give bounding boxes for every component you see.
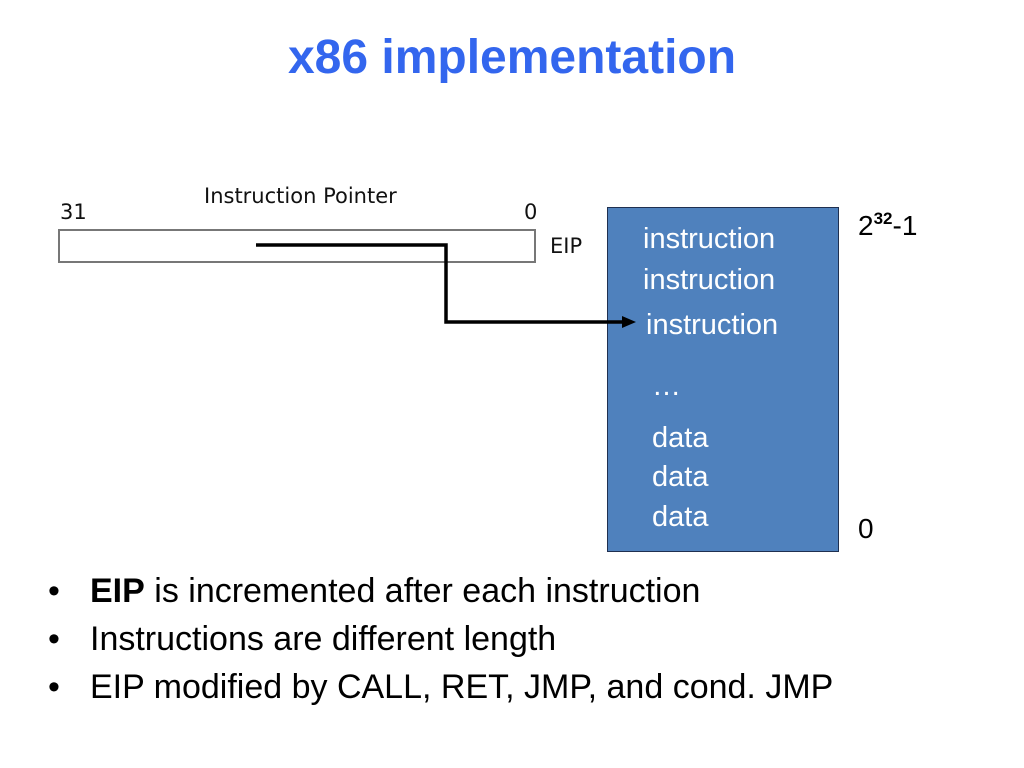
bullet-1-text: is incremented after each instruction — [144, 572, 701, 610]
top-address-exponent: 32 — [873, 209, 893, 228]
eip-register-box — [58, 229, 536, 263]
memory-line-data-3: data — [652, 501, 709, 533]
top-address-base: 2 — [858, 210, 874, 241]
bullet-list: • EIP is incremented after each instruct… — [48, 574, 1008, 718]
register-high-bit-label: 31 — [60, 200, 87, 224]
bullet-dot-icon: • — [48, 620, 60, 658]
register-low-bit-label: 0 — [524, 200, 538, 224]
memory-line-instruction-2: instruction — [643, 264, 776, 296]
top-address-label: 232-1 — [858, 210, 917, 240]
bottom-address-label: 0 — [858, 513, 874, 544]
register-name-label: EIP — [550, 234, 583, 258]
bullet-2-text: Instructions are different length — [90, 620, 557, 658]
bullet-dot-icon: • — [48, 668, 60, 706]
slide-title: x86 implementation — [287, 31, 737, 84]
memory-line-instruction-1: instruction — [643, 223, 776, 255]
bullet-item-2: • Instructions are different length — [48, 622, 1008, 670]
bullet-item-1: • EIP is incremented after each instruct… — [48, 574, 1008, 622]
bullet-item-3: • EIP modified by CALL, RET, JMP, and co… — [48, 670, 1008, 718]
bullet-3-text: EIP modified by CALL, RET, JMP, and cond… — [90, 668, 834, 706]
bullet-1-bold: EIP — [90, 572, 145, 610]
register-caption: Instruction Pointer — [204, 184, 397, 208]
memory-line-instruction-3: instruction — [646, 309, 779, 341]
memory-line-data-1: data — [652, 422, 709, 454]
memory-block — [607, 207, 839, 552]
bullet-dot-icon: • — [48, 572, 60, 610]
memory-line-data-2: data — [652, 461, 709, 493]
top-address-suffix: -1 — [892, 210, 918, 241]
memory-line-ellipsis: … — [652, 370, 681, 402]
